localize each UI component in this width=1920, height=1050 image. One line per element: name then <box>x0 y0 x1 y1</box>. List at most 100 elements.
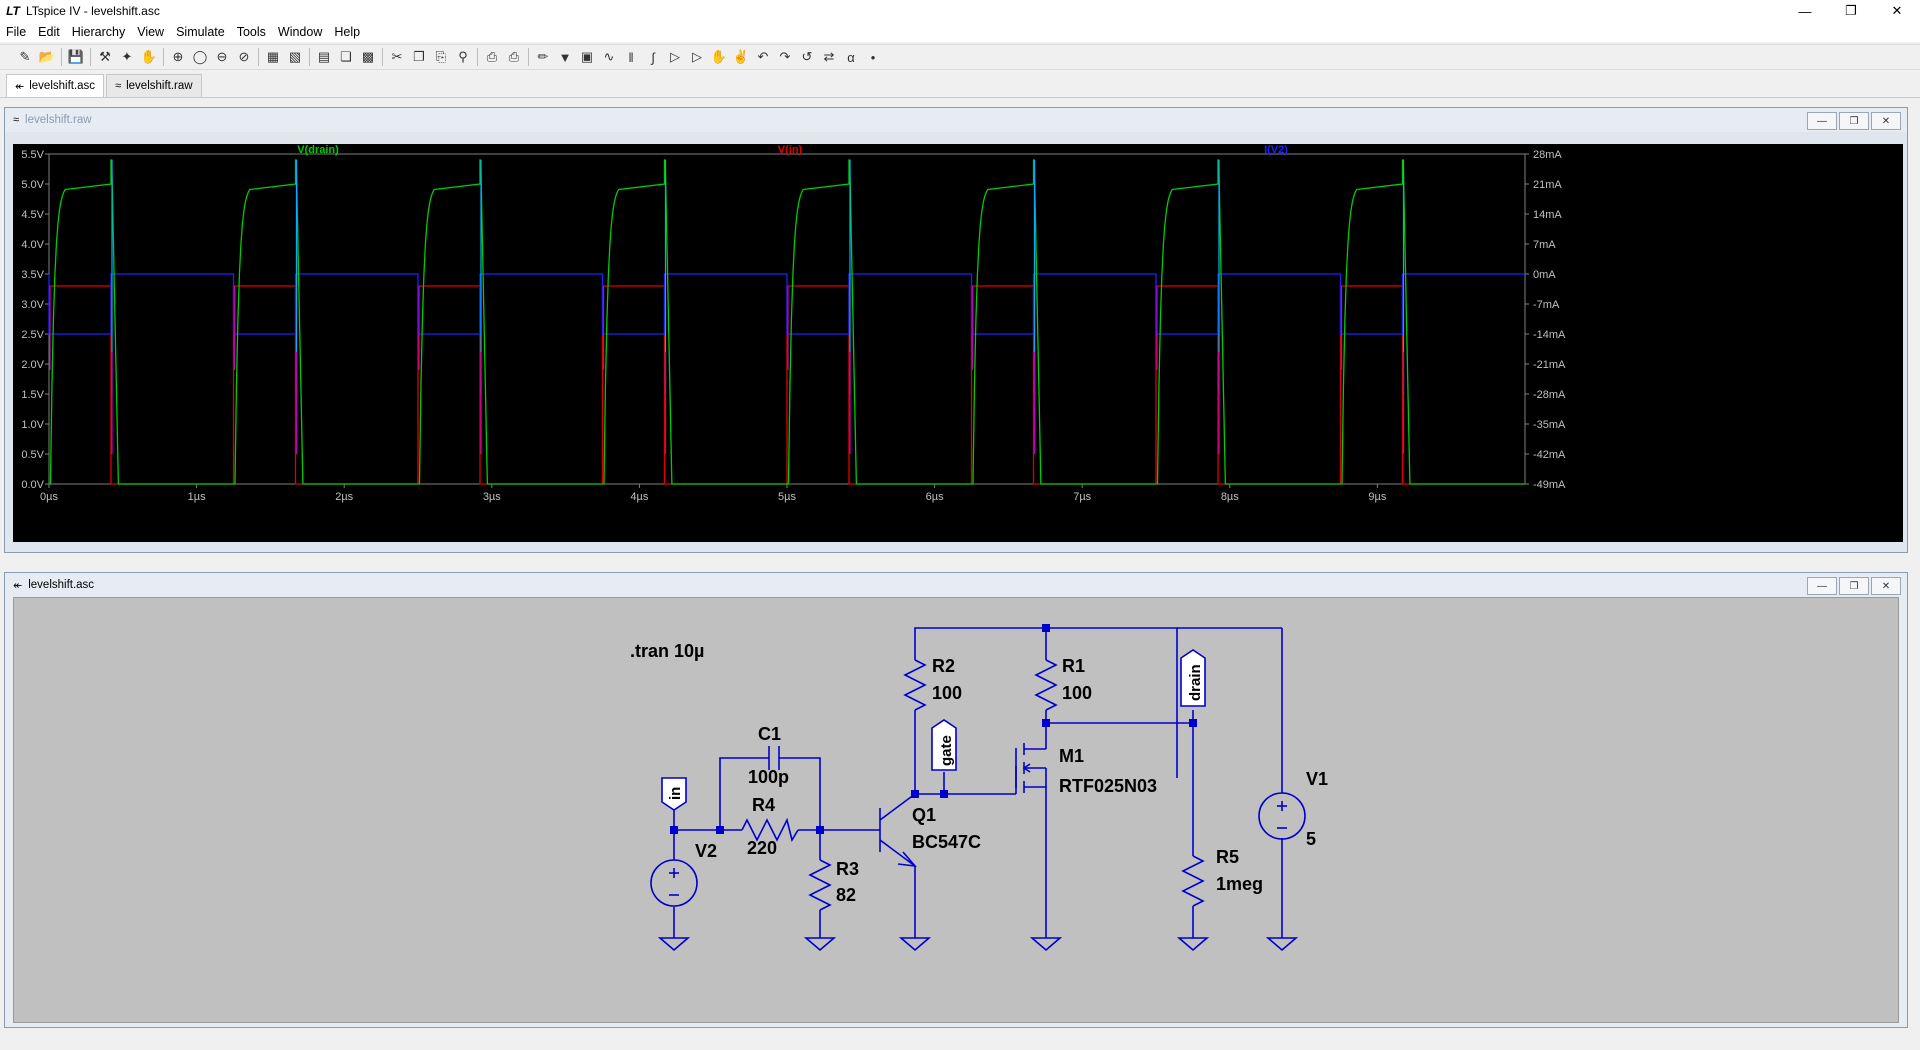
restore-icon[interactable]: ❐ <box>1845 3 1857 18</box>
series-iv2-line <box>48 273 1525 335</box>
copy-icon[interactable]: ❐ <box>413 49 425 64</box>
toggle-grid-icon[interactable]: ▧ <box>288 49 302 64</box>
resistor-r5[interactable] <box>1181 855 1205 907</box>
schematic-canvas[interactable]: drain gate in .tran 10µ R2 100 R1 <box>13 597 1899 1023</box>
menu-simulate[interactable]: Simulate <box>176 25 225 39</box>
label-net-icon[interactable]: ▣ <box>580 49 594 64</box>
redo-icon[interactable]: ↷ <box>779 49 791 64</box>
waveform-window-title: levelshift.raw <box>25 114 92 126</box>
toolbar-divider <box>382 48 383 66</box>
cascade-icon[interactable]: ❏ <box>340 49 352 64</box>
x-tick-label: 2µs <box>335 491 353 503</box>
pan-icon[interactable]: ◯ <box>192 49 208 64</box>
paste-icon[interactable]: ⎘ <box>435 49 447 64</box>
spice-directive[interactable]: .tran 10µ <box>630 641 704 661</box>
r3-name: R3 <box>836 859 859 879</box>
resistor-r3[interactable] <box>808 859 832 911</box>
zoom-fit-icon[interactable]: ⊘ <box>238 49 250 64</box>
resistor-icon[interactable]: ∿ <box>603 49 615 64</box>
run-icon[interactable]: ✦ <box>121 49 133 64</box>
tab-levelshift-raw[interactable]: ≈ levelshift.raw <box>106 74 202 97</box>
v2-name: V2 <box>695 841 717 861</box>
tile-horizontal-icon[interactable]: ▤ <box>317 49 331 64</box>
tab-levelshift-asc[interactable]: ↞ levelshift.asc <box>6 74 105 97</box>
menu-hierarchy[interactable]: Hierarchy <box>71 25 126 39</box>
tab-label: levelshift.raw <box>126 80 193 92</box>
cut-icon[interactable]: ✂ <box>391 49 403 64</box>
transistor-q1[interactable] <box>879 793 917 868</box>
toolbar-divider <box>61 48 62 66</box>
capacitor-c1[interactable] <box>768 746 780 770</box>
net-label-drain: drain <box>1187 664 1204 701</box>
capacitor-icon[interactable]: ‖ <box>628 49 634 65</box>
diode-icon[interactable]: ▷ <box>670 49 680 64</box>
new-schematic-icon[interactable]: ✎ <box>19 49 31 64</box>
save-icon[interactable]: 💾 <box>67 49 85 64</box>
tile-windows-icon[interactable]: ▩ <box>361 49 375 64</box>
x-tick-label: 8µs <box>1221 491 1239 503</box>
legend-0: V(drain) <box>297 144 339 156</box>
draw-wire-icon[interactable]: ✏ <box>537 49 549 64</box>
print-preview-icon[interactable]: ⎙ <box>508 49 520 64</box>
status-bar <box>0 1040 1920 1050</box>
wire[interactable] <box>779 757 821 830</box>
resistor-r1[interactable] <box>1034 659 1058 711</box>
close-icon[interactable]: ✕ <box>1871 112 1901 130</box>
waveform-svg[interactable]: 0.0V0.5V1.0V1.5V2.0V2.5V3.0V3.5V4.0V4.5V… <box>13 144 1903 542</box>
ground-icon[interactable]: ▼ <box>558 49 572 65</box>
restore-icon[interactable]: ❐ <box>1839 577 1869 595</box>
r5-name: R5 <box>1216 847 1239 867</box>
undo-icon[interactable]: ↶ <box>757 49 769 64</box>
spice-directive-icon[interactable]: • <box>870 49 876 65</box>
drag-icon[interactable]: ✌ <box>732 49 750 64</box>
voltage-source-v1[interactable] <box>1258 792 1306 840</box>
minimize-icon[interactable]: — <box>1807 577 1837 595</box>
restore-icon[interactable]: ❐ <box>1839 112 1869 130</box>
zoom-out-icon[interactable]: ⊖ <box>216 49 228 64</box>
minimize-icon[interactable]: — <box>1807 112 1837 130</box>
inductor-icon[interactable]: ∫ <box>651 49 655 65</box>
find-icon[interactable]: ⚲ <box>458 49 468 64</box>
y-right-tick-label: -21mA <box>1533 359 1566 371</box>
zoom-in-icon[interactable]: ⊕ <box>172 49 184 64</box>
component-icon[interactable]: ▷ <box>692 49 702 64</box>
q1-value: BC547C <box>912 832 981 852</box>
voltage-source-v2[interactable] <box>650 859 698 907</box>
net-flags <box>661 649 1206 811</box>
toolbar-divider <box>309 48 310 66</box>
rotate-icon[interactable]: ↺ <box>801 49 813 64</box>
menu-view[interactable]: View <box>137 25 165 39</box>
net-flag-gate[interactable] <box>931 719 957 771</box>
move-icon[interactable]: ✋ <box>710 49 728 64</box>
menu-tools[interactable]: Tools <box>236 25 266 39</box>
autorange-icon[interactable]: ▦ <box>266 49 280 64</box>
ground-symbols <box>657 937 1299 952</box>
close-icon[interactable]: ✕ <box>1871 577 1901 595</box>
wire[interactable] <box>719 757 769 830</box>
print-icon[interactable]: ⎙ <box>486 49 498 64</box>
halt-icon[interactable]: ✋ <box>140 49 158 64</box>
r2-name: R2 <box>932 656 955 676</box>
open-folder-icon[interactable]: 📂 <box>38 49 56 64</box>
mosfet-m1[interactable] <box>1015 743 1047 793</box>
net-flag-drain[interactable] <box>1180 649 1206 707</box>
schematic-window-controls: — ❐ ✕ <box>1805 577 1901 595</box>
mirror-icon[interactable]: ⇄ <box>823 49 835 64</box>
menu-file[interactable]: File <box>6 25 27 39</box>
control-panel-icon[interactable]: ⚒ <box>99 49 111 64</box>
resistor-r4[interactable] <box>741 817 799 843</box>
menu-help[interactable]: Help <box>334 25 361 39</box>
menu-edit[interactable]: Edit <box>38 25 60 39</box>
resistor-r2[interactable] <box>903 659 927 711</box>
y-left-tick-label: 1.0V <box>21 419 44 431</box>
schematic-svg[interactable]: drain gate in .tran 10µ R2 100 R1 <box>14 598 1898 1022</box>
minimize-icon[interactable]: — <box>1798 3 1812 19</box>
r1-name: R1 <box>1062 656 1085 676</box>
ground-icon <box>803 937 837 952</box>
net-flag-in[interactable] <box>661 777 687 811</box>
x-tick-label: 1µs <box>188 491 206 503</box>
menu-window[interactable]: Window <box>277 25 323 39</box>
close-icon[interactable]: ✕ <box>1891 3 1903 18</box>
text-icon[interactable]: α <box>847 49 855 65</box>
